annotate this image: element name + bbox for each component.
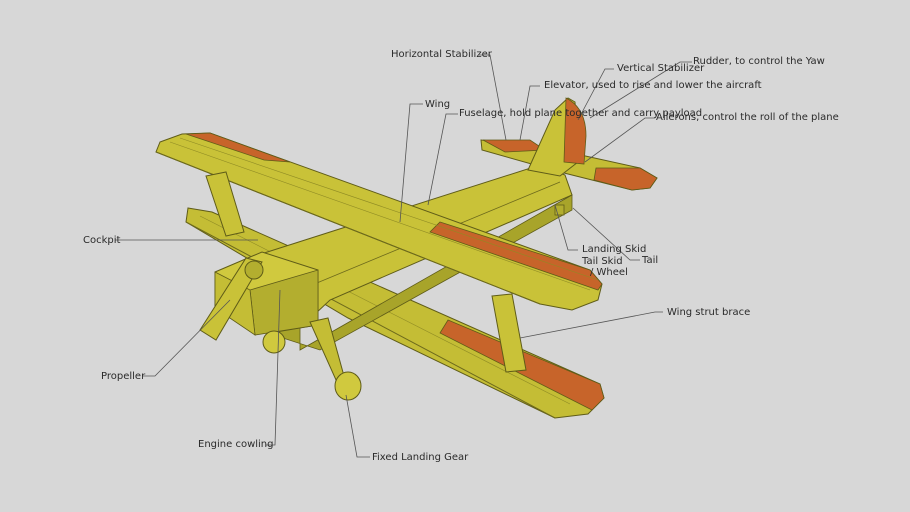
label-propeller: Propeller <box>101 371 146 382</box>
label-ailerons: Ailerons, control the roll of the plane <box>656 112 839 123</box>
label-tail: Tail <box>642 255 659 266</box>
label-engine-cowling: Engine cowling <box>198 439 274 450</box>
leader-lines <box>115 54 692 458</box>
label-tail-skid: Tail Skid <box>582 256 623 267</box>
label-fuselage: Fuselage, hold plane together and carry … <box>459 108 703 119</box>
label-tail-wheel: / Wheel <box>590 267 628 278</box>
label-rudder: Rudder, to control the Yaw <box>693 56 825 67</box>
fixed-landing-gear <box>262 204 565 401</box>
label-horizontal-stabilizer: Horizontal Stabilizer <box>391 49 492 60</box>
propeller <box>199 257 264 341</box>
wing-struts <box>205 171 527 373</box>
label-fixed-landing-gear: Fixed Landing Gear <box>372 452 469 463</box>
label-elevator: Elevator, used to rise and lower the air… <box>544 80 762 91</box>
label-landing-skid: Landing Skid <box>582 244 647 255</box>
label-vertical-stabilizer: Vertical Stabilizer <box>617 63 705 74</box>
label-wing: Wing <box>425 99 451 110</box>
label-cockpit: Cockpit <box>83 235 121 246</box>
label-wing-strut-brace: Wing strut brace <box>667 307 751 318</box>
